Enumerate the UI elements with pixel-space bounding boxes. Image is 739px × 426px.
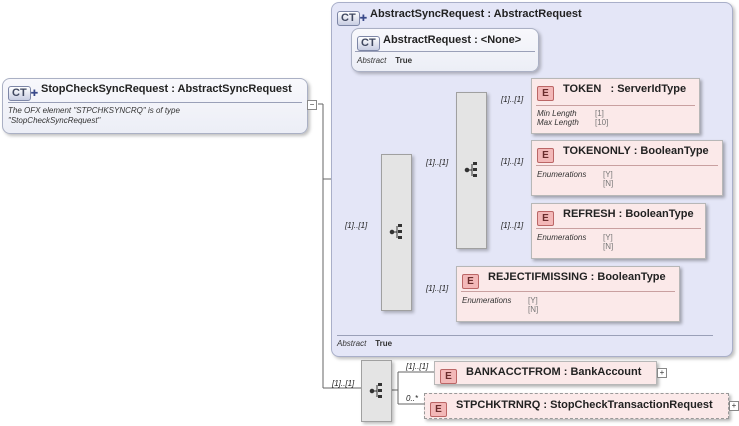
sequence-icon	[389, 224, 402, 239]
facet-value: [1]	[595, 109, 604, 118]
element-title: BANKACCTFROM : BankAccount	[466, 366, 642, 378]
e-tag: E	[440, 369, 457, 384]
cardinality: 0..*	[406, 394, 419, 403]
abstract-request-box[interactable]: CT AbstractRequest : <None> Abstract Tru…	[351, 28, 539, 72]
abstract-sync-title: AbstractSyncRequest : AbstractRequest	[370, 8, 582, 20]
cardinality: [1]..[1]	[426, 284, 449, 293]
ct-tag: CT	[8, 86, 31, 101]
root-complex-type[interactable]: CT✚ StopCheckSyncRequest : AbstractSyncR…	[2, 78, 308, 134]
enum-value: [N]	[603, 242, 614, 251]
facet-key: Max Length	[537, 118, 579, 127]
e-badge: E	[537, 208, 554, 226]
ct-tag: CT	[337, 11, 360, 26]
divider	[536, 105, 695, 106]
divider	[461, 291, 675, 292]
e-badge: E	[462, 271, 479, 289]
element-refresh[interactable]: E REFRESH : BooleanType Enumerations [Y]…	[531, 203, 706, 259]
element-tokenonly[interactable]: E TOKENONLY : BooleanType Enumerations […	[531, 140, 723, 196]
element-rejectifmissing[interactable]: E REJECTIFMISSING : BooleanType Enumerat…	[456, 266, 680, 322]
choice-compositor[interactable]	[456, 92, 487, 249]
e-tag: E	[430, 402, 447, 417]
e-tag: E	[537, 211, 554, 226]
element-title: REFRESH : BooleanType	[563, 208, 694, 220]
abstract-key: Abstract	[337, 339, 367, 348]
sequence-compositor-bottom[interactable]	[361, 360, 392, 422]
element-title: STPCHKTRNRQ : StopCheckTransactionReques…	[456, 399, 713, 411]
abstract-request-title: AbstractRequest : <None>	[383, 34, 522, 46]
divider	[536, 228, 701, 229]
cardinality: [1]..[1]	[501, 95, 524, 104]
e-badge: E	[537, 145, 554, 163]
divider	[355, 51, 535, 52]
e-badge: E	[440, 366, 457, 384]
expand-button[interactable]: +	[729, 401, 739, 411]
enumerations-label: Enumerations	[537, 233, 587, 242]
collapse-button[interactable]: −	[307, 100, 317, 110]
element-title: TOKEN : ServerIdType	[563, 83, 687, 95]
doc-line-2: "StopCheckSyncRequest"	[8, 116, 101, 125]
cardinality: [1]..[1]	[501, 221, 524, 230]
facet-key: Min Length	[537, 109, 577, 118]
divider	[536, 165, 718, 166]
abstract-value: True	[395, 56, 413, 65]
element-stpchktrnrq[interactable]: E STPCHKTRNRQ : StopCheckTransactionRequ…	[424, 393, 729, 419]
expand-button[interactable]: +	[657, 368, 667, 378]
element-bankacctfrom[interactable]: E BANKACCTFROM : BankAccount	[434, 361, 657, 385]
cardinality: [1]..[1]	[501, 157, 524, 166]
root-title: StopCheckSyncRequest : AbstractSyncReque…	[41, 83, 292, 95]
enum-value: [Y]	[528, 296, 538, 305]
element-title: REJECTIFMISSING : BooleanType	[488, 271, 666, 283]
ct-badge: CT✚	[8, 83, 38, 101]
cardinality: [1]..[1]	[406, 362, 429, 371]
divider	[337, 335, 713, 336]
enum-value: [Y]	[603, 233, 613, 242]
element-token[interactable]: E TOKEN : ServerIdType Min Length [1] Ma…	[531, 78, 700, 134]
enum-value: [N]	[528, 305, 539, 314]
ct-tag: CT	[357, 36, 380, 51]
cardinality: [1]..[1]	[332, 379, 355, 388]
abstract-key: Abstract	[357, 56, 387, 65]
abstract-label: Abstract True	[337, 339, 392, 348]
cardinality: [1]..[1]	[426, 158, 449, 167]
sequence-icon	[369, 383, 382, 398]
element-title: TOKENONLY : BooleanType	[563, 145, 709, 157]
e-badge: E	[430, 399, 447, 417]
enumerations-label: Enumerations	[537, 170, 587, 179]
enumerations-label: Enumerations	[462, 296, 512, 305]
choice-icon	[464, 162, 477, 177]
facet-value: [10]	[595, 118, 609, 127]
ct-badge: CT✚	[337, 8, 367, 26]
enum-value: [Y]	[603, 170, 613, 179]
e-tag: E	[537, 148, 554, 163]
abstract-value: True	[375, 339, 393, 348]
divider	[8, 102, 302, 103]
e-badge: E	[537, 83, 554, 101]
enum-value: [N]	[603, 179, 614, 188]
sequence-compositor[interactable]	[381, 154, 412, 311]
ct-badge: CT	[357, 33, 380, 51]
e-tag: E	[537, 86, 554, 101]
abstract-label: Abstract True	[357, 56, 412, 65]
e-tag: E	[462, 274, 479, 289]
doc-line-1: The OFX element "STPCHKSYNCRQ" is of typ…	[8, 106, 180, 115]
cardinality: [1]..[1]	[345, 221, 368, 230]
